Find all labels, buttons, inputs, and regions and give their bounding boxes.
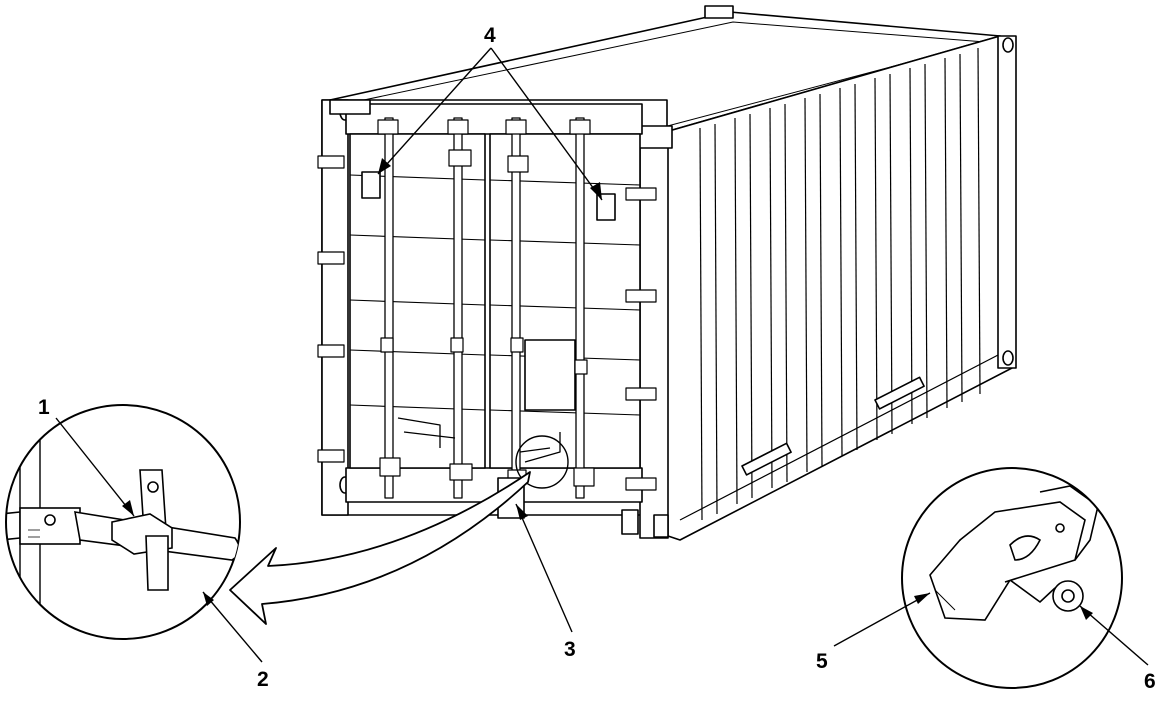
lock-rods xyxy=(384,117,585,499)
shipping-container xyxy=(317,5,1017,541)
callout-4: 4 xyxy=(484,24,496,47)
callout-3: 3 xyxy=(564,638,576,661)
latch-detail-marker xyxy=(515,435,569,489)
seal-plate-right xyxy=(596,193,616,221)
detail-arrow xyxy=(229,471,531,625)
seal-plate-left xyxy=(361,171,381,199)
side-corrugation xyxy=(699,47,981,521)
callout-5: 5 xyxy=(816,650,828,673)
arrowheads xyxy=(122,158,1093,620)
callout-2: 2 xyxy=(257,668,269,691)
latch-detail-view xyxy=(5,404,241,640)
callout-6: 6 xyxy=(1144,670,1156,693)
leader-lines xyxy=(55,47,1149,666)
seal-detail-view xyxy=(901,467,1123,689)
callout-1: 1 xyxy=(38,396,50,419)
